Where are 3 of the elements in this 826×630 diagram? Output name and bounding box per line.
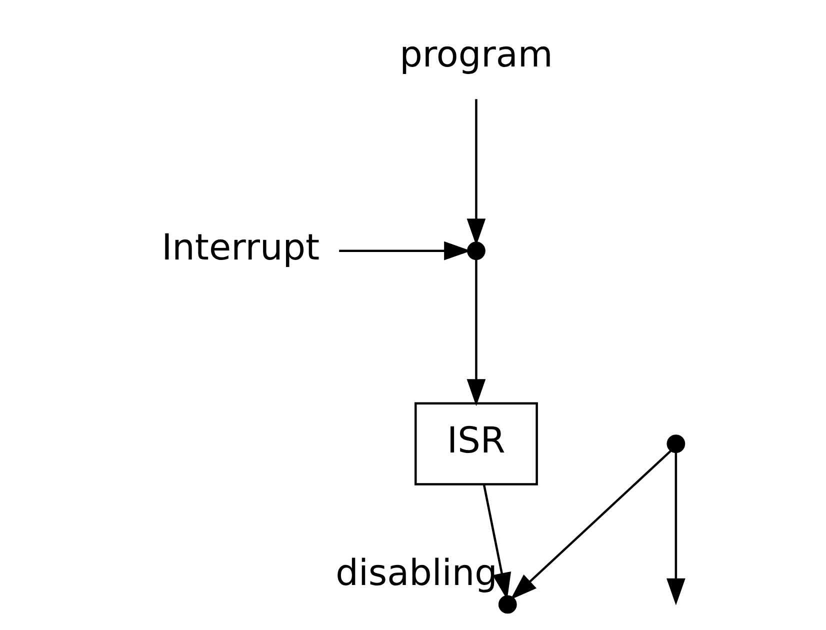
node-text: Interrupt (161, 227, 320, 268)
node-label: disabling (335, 552, 497, 594)
node-text: program (399, 34, 552, 76)
